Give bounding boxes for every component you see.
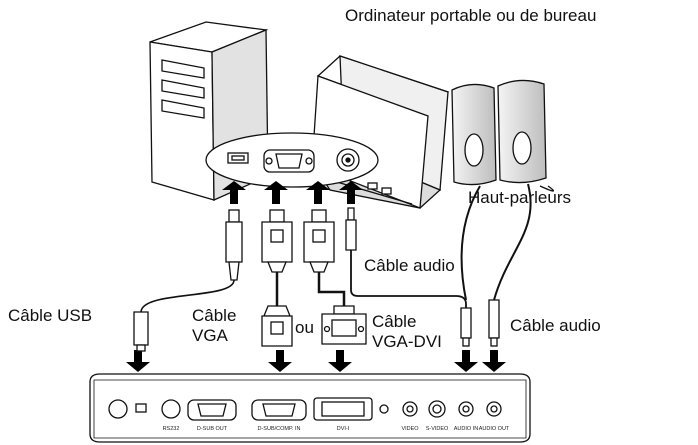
usb-cable-label: Câble USB (8, 306, 93, 325)
port-label-dsub-in: D-SUB/COMP. IN (258, 426, 301, 432)
vga-cable-label-line2: VGA (192, 326, 228, 345)
projector-panel (89, 373, 531, 443)
speakers-graphic (451, 79, 555, 301)
port-label-dvi: DVI-I (337, 426, 350, 432)
computer-label: Ordinateur portable ou de bureau (345, 6, 597, 25)
port-label-svideo: S-VIDEO (426, 426, 449, 432)
audio-cable-speakers (488, 299, 500, 347)
port-label-rs232: RS232 (163, 426, 180, 432)
port-label-video: VIDEO (401, 426, 419, 432)
audio-cable-computer (345, 207, 472, 347)
computer-port-panel (205, 132, 379, 188)
laptop (308, 55, 450, 209)
port-label-audio-out: AUDIO OUT (479, 426, 510, 432)
usb-cable (133, 209, 243, 352)
audio-cable-label-2: Câble audio (510, 316, 601, 335)
port-label-audio-in: AUDIO IN (454, 426, 478, 432)
vgadvi-cable-label-line2: VGA-DVI (372, 332, 442, 351)
speakers-label: Haut-parleurs (468, 188, 571, 207)
arrows-to-computer (222, 181, 363, 204)
vga-dvi-cable (303, 209, 367, 345)
vgadvi-cable-label-line1: Câble (372, 312, 417, 331)
port-label-dsub-out: D-SUB OUT (197, 426, 228, 432)
or-label: ou (295, 318, 314, 337)
vga-cable (261, 209, 293, 347)
vga-cable-label-line1: Câble (192, 306, 237, 325)
arrows-to-projector (126, 350, 506, 372)
audio-cable-label-1: Câble audio (364, 256, 455, 275)
